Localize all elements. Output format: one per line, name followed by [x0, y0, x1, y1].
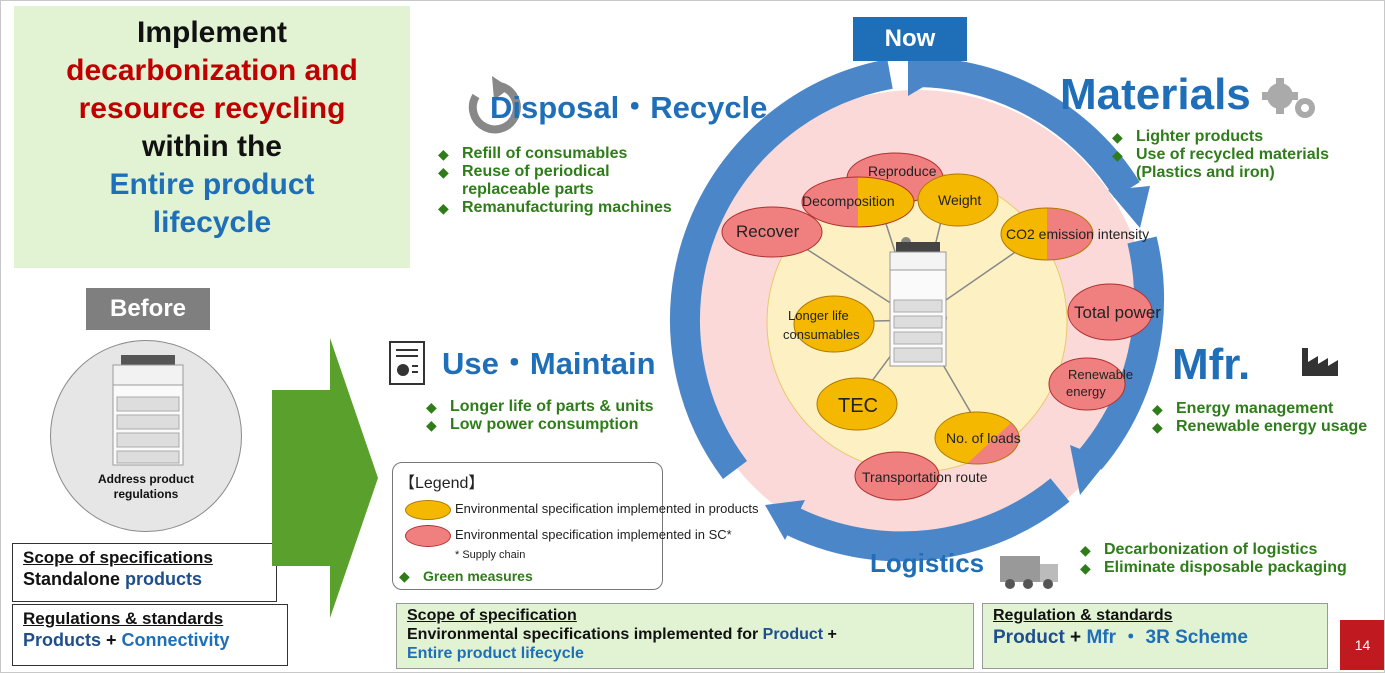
legend-footnote: * Supply chain: [455, 549, 526, 561]
materials-bullets: Lighter products Use of recycled materia…: [1106, 128, 1376, 182]
materials-heading: Materials: [1060, 70, 1251, 119]
left-scope-box: Scope of specifications Standalone produ…: [12, 543, 277, 602]
disposal-bullet-2: Reuse of periodical replaceable parts: [432, 163, 682, 199]
oval-co2: [1000, 207, 1094, 261]
oval-renewable-label-2: energy: [1066, 384, 1106, 399]
left-regs-title: Regulations & standards: [23, 609, 224, 628]
mfr-bullets: Energy management Renewable energy usage: [1146, 400, 1376, 436]
mfr-bullet-2: Renewable energy usage: [1146, 418, 1376, 436]
before-circle-text: Address product regulations: [50, 472, 242, 502]
oval-loads: [934, 411, 1020, 465]
bottom-regs-part2: Mfr ・ 3R Scheme: [1086, 627, 1248, 648]
oval-transport-label: Transportation route: [862, 469, 988, 485]
legend-yellow-swatch: [405, 500, 451, 520]
lifecycle-arrowheads: [765, 52, 1150, 540]
title-line-5: Entire product: [109, 168, 315, 201]
bottom-scope-title: Scope of specification: [407, 607, 577, 624]
bottom-regs-title: Regulation & standards: [993, 607, 1173, 624]
oval-recover: [721, 206, 823, 258]
bottom-scope-line1-black: Environmental specifications implemented…: [407, 626, 763, 643]
legend-box: 【Legend】 Environmental specification imp…: [392, 462, 759, 590]
legend-green-measures: Green measures: [393, 567, 533, 585]
title-line-2: decarbonization and: [66, 54, 358, 87]
now-label: Now: [853, 17, 967, 61]
logistics-bullets: Decarbonization of logistics Eliminate d…: [1074, 541, 1374, 577]
logistics-bullet-2: Eliminate disposable packaging: [1074, 559, 1374, 577]
gear-icon: [1262, 78, 1315, 118]
bottom-regs-part1: Product: [993, 627, 1065, 648]
oval-reproduce-label: Reproduce: [868, 163, 937, 179]
oval-weight: [917, 173, 999, 227]
materials-bullet-1: Lighter products: [1106, 128, 1376, 146]
title-line-3: resource recycling: [78, 92, 346, 125]
logistics-heading: Logistics: [870, 548, 985, 578]
bottom-scope-line2: Entire product lifecycle: [407, 645, 584, 662]
oval-recover-label: Recover: [736, 222, 800, 241]
before-circle-text-1: Address product: [97, 472, 194, 486]
oval-longer-life-label-2: consumables: [783, 327, 860, 342]
oval-longer-life: [793, 295, 875, 353]
materials-bullet-2: Use of recycled materials (Plastics and …: [1106, 146, 1376, 182]
left-regs-part1: Products: [23, 630, 102, 650]
oval-decomposition-label: Decomposition: [802, 193, 895, 209]
bottom-scope-box: Scope of specification Environmental spe…: [396, 603, 974, 669]
legend-item-product: Environmental specification implemented …: [455, 501, 759, 516]
disposal-bullet-3: Remanufacturing machines: [432, 199, 682, 217]
oval-loads-label: No. of loads: [946, 430, 1021, 446]
left-regs-box: Regulations & standards Products + Conne…: [12, 604, 288, 666]
legend-green-label: Green measures: [393, 567, 533, 585]
mfr-heading: Mfr.: [1172, 340, 1251, 389]
disposal-heading: Disposal・Recycle: [490, 90, 768, 125]
oval-tec-label: TEC: [838, 395, 878, 417]
use-bullet-2: Low power consumption: [420, 416, 700, 434]
before-circle-text-2: regulations: [113, 487, 179, 501]
title-line-1: Implement: [136, 16, 288, 49]
legend-pink-swatch: [405, 525, 451, 547]
document-icon: [389, 341, 425, 385]
title-box: Implement decarbonization and resource r…: [14, 6, 410, 268]
oval-total-power-label: Total power: [1074, 303, 1161, 322]
truck-icon: [1000, 556, 1058, 589]
use-bullets: Longer life of parts & units Low power c…: [420, 398, 700, 434]
title-line-4: within the: [142, 130, 282, 163]
left-regs-plus: +: [101, 630, 122, 650]
disposal-bullets: Refill of consumables Reuse of periodica…: [432, 145, 682, 217]
title-line-6: lifecycle: [152, 206, 272, 239]
oval-renewable: [1048, 357, 1126, 411]
legend-title: 【Legend】: [399, 475, 485, 492]
center-copier-icon: [889, 242, 947, 367]
logistics-bullet-1: Decarbonization of logistics: [1074, 541, 1374, 559]
bottom-regs-plus: +: [1064, 627, 1087, 648]
oval-weight-label: Weight: [938, 192, 981, 208]
oval-longer-life-label-1: Longer life: [788, 308, 849, 323]
oval-total-power: [1067, 283, 1153, 341]
left-scope-body-black: Standalone: [23, 569, 126, 589]
bottom-scope-line1-blue: Product: [762, 626, 824, 643]
before-circle: [50, 340, 242, 532]
bottom-scope-line1-plus: +: [823, 626, 837, 643]
factory-icon: [1302, 348, 1338, 376]
before-label: Before: [86, 288, 210, 330]
mfr-bullet-1: Energy management: [1146, 400, 1376, 418]
disposal-bullet-1: Refill of consumables: [432, 145, 682, 163]
use-bullet-1: Longer life of parts & units: [420, 398, 700, 416]
left-scope-body-blue: products: [125, 569, 203, 589]
left-scope-title: Scope of specifications: [23, 548, 213, 567]
oval-tec: [816, 377, 898, 431]
bottom-regs-box: Regulation & standards Product + Mfr ・ 3…: [982, 603, 1328, 669]
use-heading: Use・Maintain: [442, 346, 656, 381]
recycle-icon: [468, 76, 521, 134]
oval-co2-label: CO2 emission intensity: [1006, 226, 1149, 242]
oval-transport: [854, 451, 940, 501]
legend-item-sc: Environmental specification implemented …: [455, 527, 732, 542]
oval-renewable-label-1: Renewable: [1068, 367, 1133, 382]
big-green-arrow: [272, 338, 378, 618]
oval-decomposition: [801, 176, 915, 228]
slide-number: 14: [1340, 620, 1385, 670]
copier-icon: [112, 355, 184, 466]
left-regs-part2: Connectivity: [121, 630, 230, 650]
